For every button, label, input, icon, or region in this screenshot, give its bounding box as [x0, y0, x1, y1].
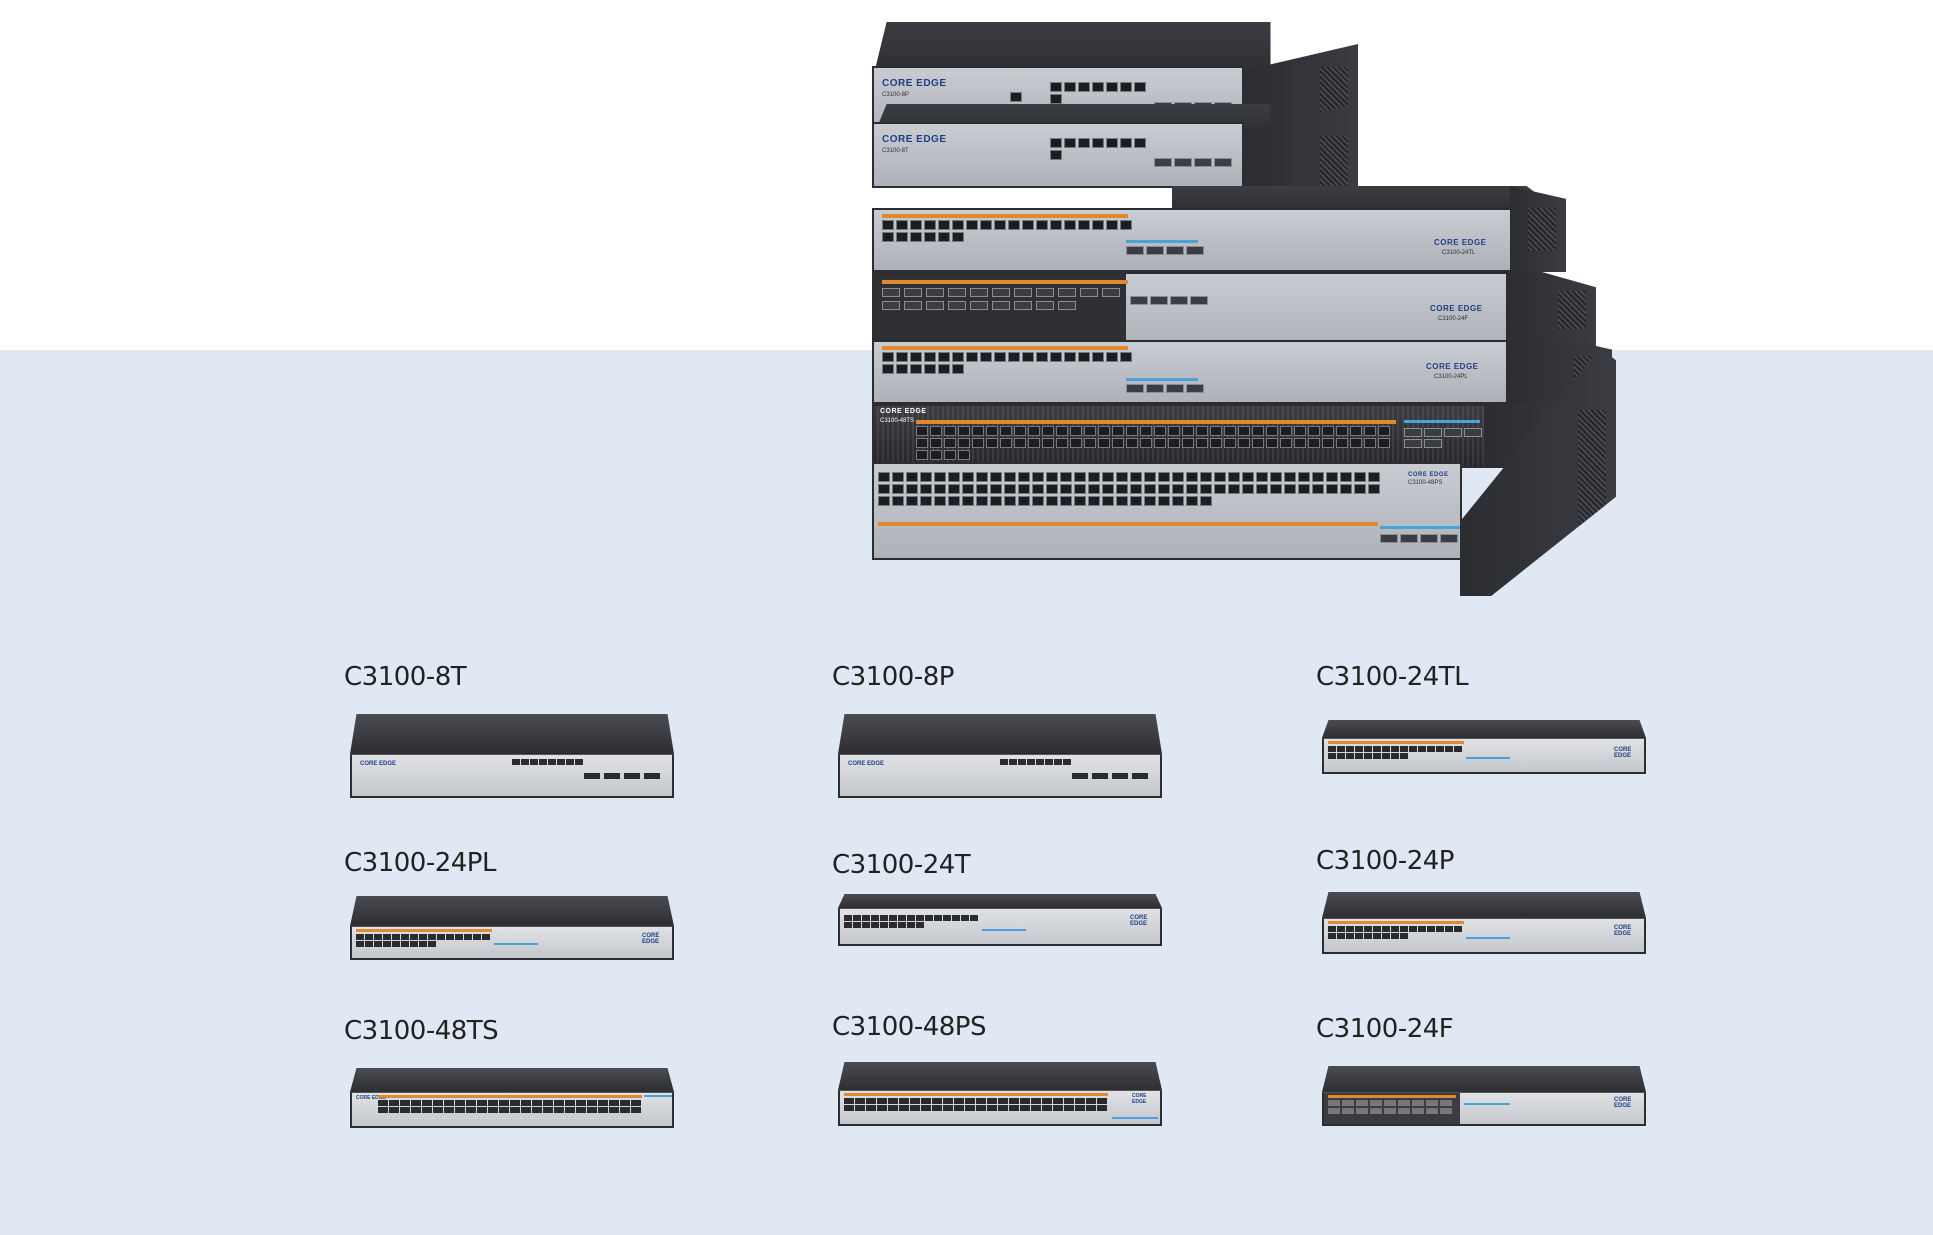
hero-model-5: C3100-24PL: [1434, 374, 1468, 380]
product-image: CORE EDGE: [1322, 720, 1646, 774]
hero-unit-48ts: CORE EDGE C3100-48TS: [872, 404, 1616, 468]
hero-model-1: C3100-8P: [882, 92, 910, 98]
hero-model-6: C3100-48TS: [880, 418, 915, 424]
hero-brand-7: CORE EDGE: [1408, 472, 1449, 478]
hero-unit-24f: CORE EDGE C3100-24F: [872, 272, 1596, 348]
product-image: CORE EDGE: [350, 896, 674, 960]
product-image: CORE EDGE: [838, 1062, 1162, 1126]
hero-brand-4: CORE EDGE: [1430, 304, 1483, 313]
product-image: CORE EDGE: [838, 714, 1162, 798]
hero-brand-5: CORE EDGE: [1426, 362, 1479, 371]
product-c3100-24tl[interactable]: C3100-24TL CORE EDGE: [1316, 662, 1656, 822]
product-image: CORE EDGE: [350, 1068, 674, 1128]
hero-model-2: C3100-8T: [882, 148, 909, 154]
product-name: C3100-24F: [1316, 1014, 1454, 1044]
hero-brand-1: CORE EDGE: [882, 78, 947, 89]
product-name: C3100-24PL: [344, 848, 496, 878]
product-c3100-24p[interactable]: C3100-24P CORE EDGE: [1316, 846, 1656, 1006]
product-stack-hero: CORE EDGE C3100-8P CORE EDGE C3100-8T: [0, 0, 1933, 600]
product-c3100-24pl[interactable]: C3100-24PL CORE EDGE: [344, 848, 684, 1008]
product-c3100-24t[interactable]: C3100-24T CORE EDGE: [832, 850, 1172, 1010]
product-image: CORE EDGE: [1322, 1066, 1646, 1126]
hero-model-4: C3100-24F: [1438, 316, 1469, 322]
product-image: CORE EDGE: [1322, 892, 1646, 954]
product-name: C3100-24TL: [1316, 662, 1469, 692]
hero-brand-2: CORE EDGE: [882, 134, 947, 145]
product-name: C3100-8P: [832, 662, 954, 692]
product-name: C3100-48PS: [832, 1012, 986, 1042]
hero-brand-6: CORE EDGE: [880, 408, 927, 415]
product-c3100-8p[interactable]: C3100-8P CORE EDGE: [832, 662, 1172, 822]
product-name: C3100-24T: [832, 850, 971, 880]
product-name: C3100-8T: [344, 662, 467, 692]
product-name: C3100-24P: [1316, 846, 1454, 876]
product-c3100-48ts[interactable]: C3100-48TS CORE EDGE: [344, 1016, 684, 1176]
product-c3100-8t[interactable]: C3100-8T CORE EDGE: [344, 662, 684, 822]
hero-model-7: C3100-48PS: [1408, 480, 1443, 486]
hero-unit-24pl: CORE EDGE C3100-24PL: [872, 340, 1612, 404]
product-c3100-48ps[interactable]: C3100-48PS CORE EDGE: [832, 1012, 1172, 1172]
hero-unit-8t: CORE EDGE C3100-8T: [872, 104, 1358, 232]
product-c3100-24f[interactable]: C3100-24F CORE EDGE: [1316, 1014, 1656, 1174]
hero-brand-3: CORE EDGE: [1434, 238, 1487, 247]
hero-model-3: C3100-24TL: [1442, 250, 1476, 256]
product-image: CORE EDGE: [350, 714, 674, 798]
product-image: CORE EDGE: [838, 894, 1162, 946]
hero-unit-48ps: CORE EDGE C3100-48PS: [872, 348, 1616, 596]
hero-unit-24tl: CORE EDGE C3100-24TL: [872, 186, 1566, 272]
product-name: C3100-48TS: [344, 1016, 499, 1046]
